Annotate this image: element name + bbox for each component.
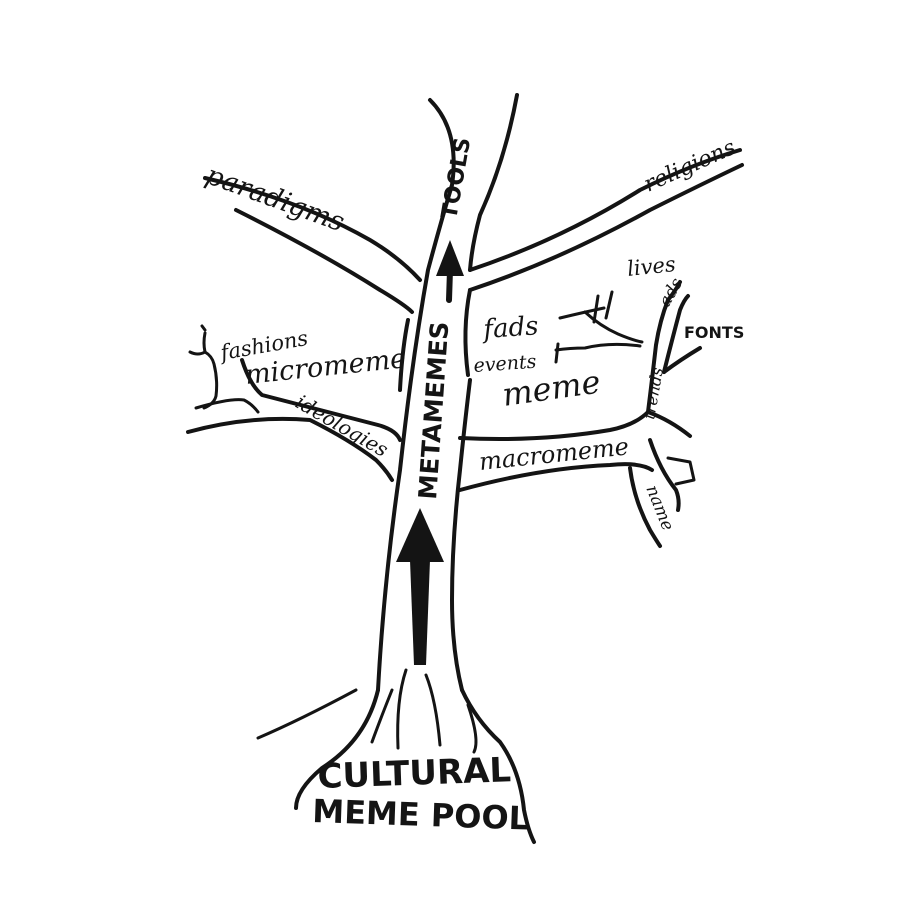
label-metamemes: METAMEMES bbox=[413, 320, 454, 500]
branch-religions bbox=[468, 148, 744, 292]
label-lives: lives bbox=[626, 252, 677, 281]
label-cultural: CULTURAL bbox=[317, 750, 512, 797]
tree-trunk bbox=[376, 93, 519, 692]
label-meme-pool: MEME POOL bbox=[312, 792, 530, 838]
arrow-upper bbox=[436, 240, 464, 303]
arrow-upper-head bbox=[436, 240, 464, 276]
label-trends: trends bbox=[639, 366, 667, 421]
label-tools: TOOLS bbox=[437, 136, 476, 221]
label-fonts: FONTS bbox=[684, 323, 744, 342]
twigs-fads-lives bbox=[554, 290, 644, 364]
branch-macromeme bbox=[458, 280, 702, 548]
branch-micromeme bbox=[186, 318, 410, 482]
branch-paradigms bbox=[203, 176, 422, 314]
tree-roots bbox=[256, 668, 536, 844]
label-paradigms: paradigms bbox=[202, 159, 349, 238]
arrow-lower bbox=[396, 508, 444, 665]
label-fads: fads bbox=[480, 311, 539, 345]
arrow-lower-head bbox=[396, 508, 444, 562]
label-events: events bbox=[473, 351, 537, 377]
arrow-lower-shaft bbox=[410, 560, 430, 665]
